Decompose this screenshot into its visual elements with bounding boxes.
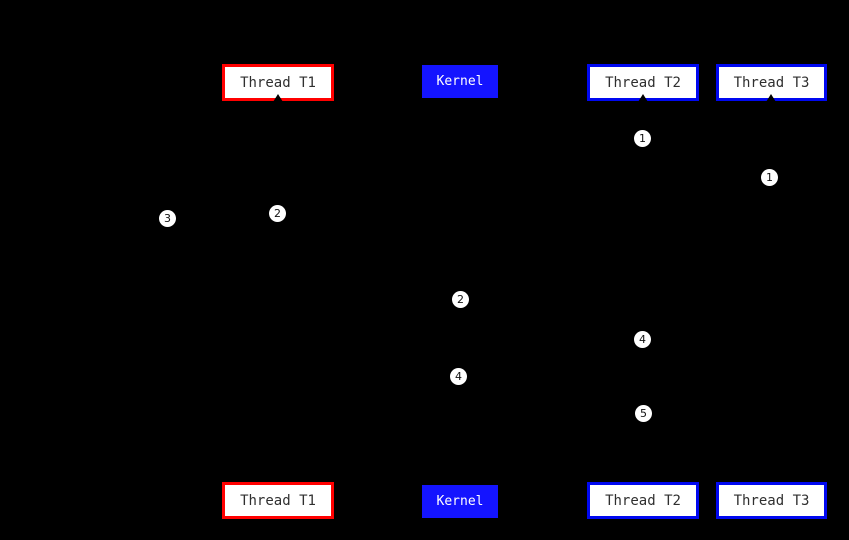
step-marker: 3 (159, 210, 176, 227)
actor-box-thread-t2-bottom: Thread T2 (587, 482, 699, 519)
step-marker: 2 (452, 291, 469, 308)
step-marker: 5 (635, 405, 652, 422)
lifeline-arrowhead-icon (638, 94, 648, 102)
step-marker: 4 (450, 368, 467, 385)
actor-box-thread-t1-bottom: Thread T1 (222, 482, 334, 519)
actor-box-kernel-bottom: Kernel (422, 485, 498, 518)
actor-label: Kernel (436, 74, 484, 89)
actor-label: Thread T2 (605, 492, 681, 509)
lifeline-arrowhead-icon (273, 94, 283, 102)
actor-label: Thread T3 (733, 74, 810, 91)
step-marker: 1 (761, 169, 778, 186)
actor-box-thread-t3-bottom: Thread T3 (716, 482, 827, 519)
actor-label: Thread T1 (240, 492, 316, 509)
step-marker: 1 (634, 130, 651, 147)
actor-box-kernel-top: Kernel (422, 65, 498, 98)
actor-label: Thread T3 (733, 492, 810, 509)
step-marker: 2 (269, 205, 286, 222)
actor-label: Thread T1 (240, 74, 316, 91)
step-marker: 4 (634, 331, 651, 348)
actor-label: Thread T2 (605, 74, 681, 91)
lifeline-arrowhead-icon (766, 94, 776, 102)
actor-label: Kernel (436, 494, 484, 509)
